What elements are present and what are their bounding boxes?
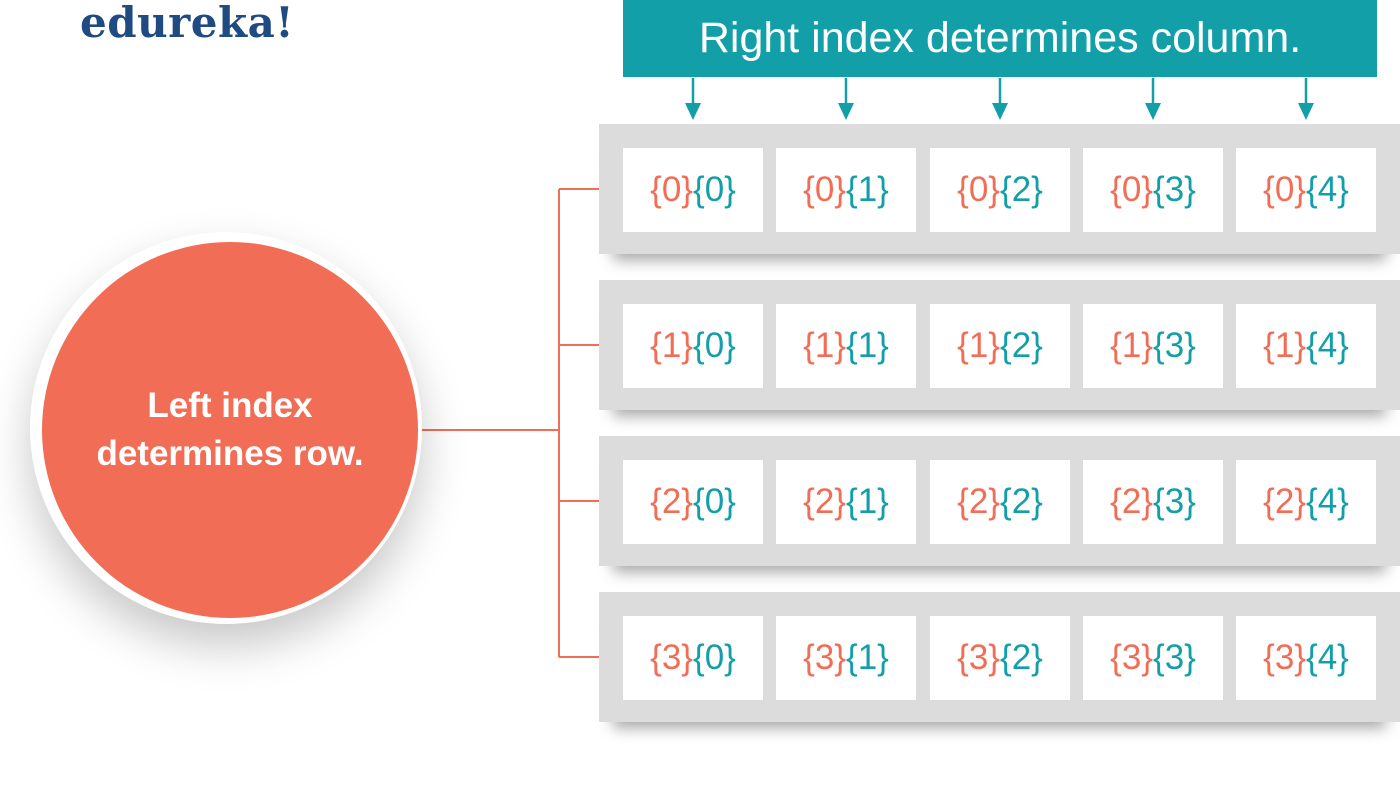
column-index-label: {0}	[693, 482, 736, 521]
index-cell: {1}{4}	[1236, 304, 1376, 388]
column-index-label: {2}	[1000, 638, 1043, 677]
row-index-label: {3}	[1263, 638, 1306, 677]
column-label-banner: Right index determines column.	[623, 0, 1377, 77]
row-index-label: {2}	[650, 482, 693, 521]
column-index-label: {1}	[846, 326, 889, 365]
row-index-label: {2}	[957, 482, 1000, 521]
index-cell: {1}{2}	[930, 304, 1070, 388]
row-index-label: {0}	[1110, 170, 1153, 209]
row-label-circle: Left index determines row.	[42, 242, 418, 618]
index-cell: {2}{4}	[1236, 460, 1376, 544]
column-arrow-icon	[685, 78, 701, 120]
column-index-label: {3}	[1153, 170, 1196, 209]
row-band: {2}{0}{2}{1}{2}{2}{2}{3}{2}{4}	[599, 436, 1400, 566]
column-index-label: {2}	[1000, 482, 1043, 521]
column-index-label: {4}	[1306, 326, 1349, 365]
index-cell: {2}{2}	[930, 460, 1070, 544]
row-label-line2: determines row.	[96, 434, 364, 473]
index-cell: {1}{3}	[1083, 304, 1223, 388]
index-cell: {2}{0}	[623, 460, 763, 544]
index-cell: {0}{3}	[1083, 148, 1223, 232]
index-cell: {0}{4}	[1236, 148, 1376, 232]
row-index-label: {3}	[1110, 638, 1153, 677]
column-index-label: {3}	[1153, 638, 1196, 677]
row-label-line1: Left index	[147, 385, 313, 425]
column-index-label: {4}	[1306, 170, 1349, 209]
row-band: {3}{0}{3}{1}{3}{2}{3}{3}{3}{4}	[599, 592, 1400, 722]
index-cell: {2}{3}	[1083, 460, 1223, 544]
row-index-label: {1}	[957, 326, 1000, 365]
index-cell: {3}{2}	[930, 616, 1070, 700]
row-index-label: {1}	[1110, 326, 1153, 365]
row-index-label: {2}	[1263, 482, 1306, 521]
row-index-label: {3}	[650, 638, 693, 677]
row-index-label: {1}	[1263, 326, 1306, 365]
row-index-label: {1}	[803, 326, 846, 365]
index-cell: {3}{1}	[776, 616, 916, 700]
column-index-label: {4}	[1306, 482, 1349, 521]
row-index-label: {0}	[650, 170, 693, 209]
column-index-label: {1}	[846, 170, 889, 209]
column-index-label: {1}	[846, 638, 889, 677]
index-cell: {0}{1}	[776, 148, 916, 232]
column-index-label: {2}	[1000, 170, 1043, 209]
column-arrow-icon	[838, 78, 854, 120]
row-band: {1}{0}{1}{1}{1}{2}{1}{3}{1}{4}	[599, 280, 1400, 410]
column-index-label: {3}	[1153, 326, 1196, 365]
column-arrow-icon	[1298, 78, 1314, 120]
row-index-label: {3}	[957, 638, 1000, 677]
index-cell: {3}{3}	[1083, 616, 1223, 700]
column-arrow-icon	[992, 78, 1008, 120]
column-arrow-icon	[1145, 78, 1161, 120]
row-index-label: {0}	[957, 170, 1000, 209]
column-index-label: {0}	[693, 638, 736, 677]
row-index-label: {0}	[803, 170, 846, 209]
row-band: {0}{0}{0}{1}{0}{2}{0}{3}{0}{4}	[599, 124, 1400, 254]
index-cell: {3}{0}	[623, 616, 763, 700]
column-index-label: {4}	[1306, 638, 1349, 677]
row-index-label: {2}	[1110, 482, 1153, 521]
index-cell: {1}{0}	[623, 304, 763, 388]
column-index-label: {0}	[693, 326, 736, 365]
row-index-label: {1}	[650, 326, 693, 365]
column-index-label: {3}	[1153, 482, 1196, 521]
index-cell: {2}{1}	[776, 460, 916, 544]
index-cell: {1}{1}	[776, 304, 916, 388]
column-index-label: {1}	[846, 482, 889, 521]
index-cell: {3}{4}	[1236, 616, 1376, 700]
index-cell: {0}{0}	[623, 148, 763, 232]
column-index-label: {2}	[1000, 326, 1043, 365]
row-index-label: {3}	[803, 638, 846, 677]
column-index-label: {0}	[693, 170, 736, 209]
edureka-logo: edureka!	[80, 0, 295, 47]
row-index-label: {2}	[803, 482, 846, 521]
row-index-label: {0}	[1263, 170, 1306, 209]
index-cell: {0}{2}	[930, 148, 1070, 232]
